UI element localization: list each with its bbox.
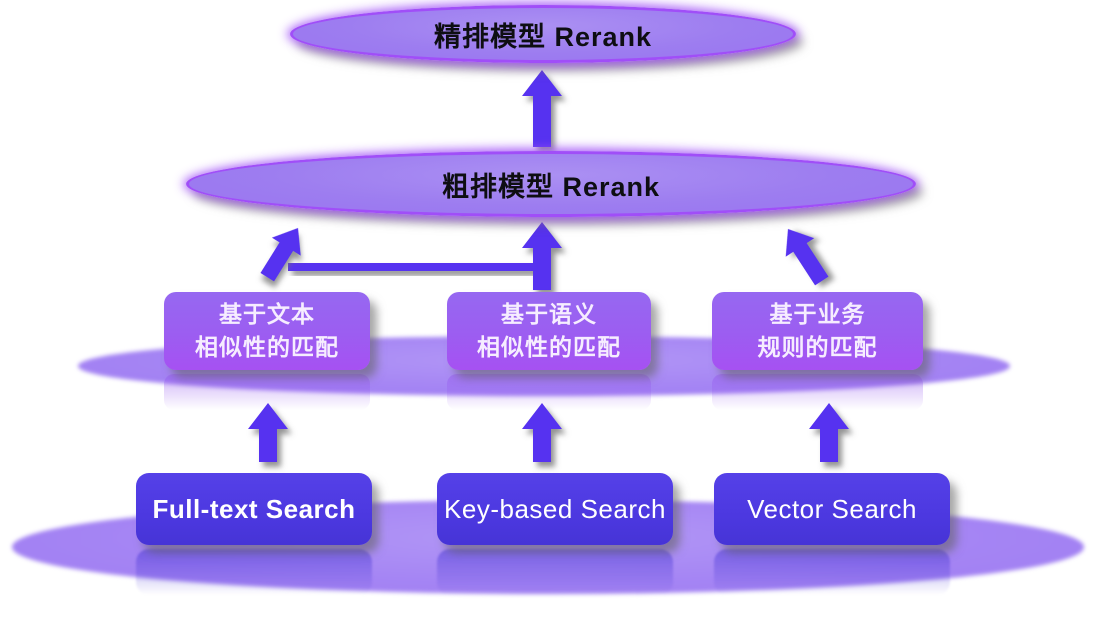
node-label-line: 基于文本 (219, 301, 315, 327)
arrow-fulltext-to-match-icon (248, 403, 288, 462)
search-box-reflection (714, 549, 950, 595)
node-coarse-rerank-label: 粗排模型 Rerank (441, 171, 661, 202)
node-keybased-search-label: Key-based Search (444, 493, 666, 524)
node-vector-search: Vector Search (714, 473, 950, 545)
node-fulltext-search-label: Full-text Search (152, 493, 356, 524)
node-semantic-similarity-match: 基于语义 相似性的匹配 (447, 292, 651, 370)
node-label-line: 基于语义 (501, 301, 597, 327)
node-coarse-rerank: 粗排模型 Rerank (186, 151, 916, 217)
search-box-reflection (136, 549, 372, 595)
node-label-line: 规则的匹配 (757, 334, 878, 360)
node-fulltext-search: Full-text Search (136, 473, 372, 545)
arrow-text-match-to-coarse-icon (260, 228, 301, 282)
arrow-vector-to-match-icon (809, 403, 849, 462)
match-box-reflection (164, 374, 370, 410)
match-box-reflection (447, 374, 651, 410)
arrow-business-match-to-coarse-icon (785, 229, 829, 286)
arrow-keybased-to-match-icon (522, 403, 562, 462)
node-fine-rerank: 精排模型 Rerank (290, 5, 796, 63)
arrow-coarse-to-fine-icon (522, 70, 562, 147)
node-vector-search-label: Vector Search (747, 493, 917, 524)
connector-line (288, 263, 536, 271)
node-label-line: 相似性的匹配 (195, 334, 339, 360)
node-label-line: 相似性的匹配 (477, 334, 621, 360)
node-text-similarity-match: 基于文本 相似性的匹配 (164, 292, 370, 370)
node-label-line: 基于业务 (769, 301, 866, 327)
search-box-reflection (437, 549, 673, 595)
node-fine-rerank-label: 精排模型 Rerank (433, 21, 653, 52)
node-keybased-search: Key-based Search (437, 473, 673, 545)
node-business-rule-match: 基于业务 规则的匹配 (712, 292, 923, 370)
match-box-reflection (712, 374, 923, 410)
arrow-semantic-match-to-coarse-icon (522, 222, 562, 290)
